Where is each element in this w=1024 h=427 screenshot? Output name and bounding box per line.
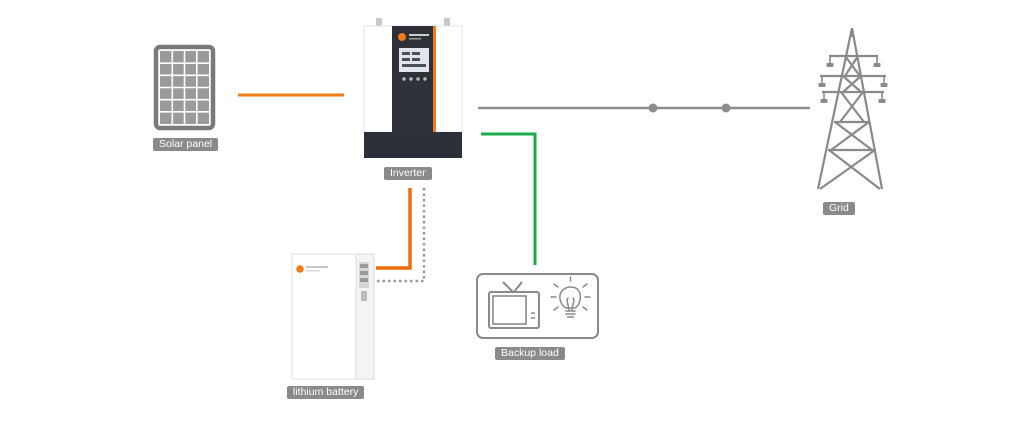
inverter-label: Inverter xyxy=(384,167,432,180)
grid-line-node xyxy=(721,103,731,113)
solar-panel-icon xyxy=(153,44,216,131)
battery-icon xyxy=(291,253,375,380)
grid-label: Grid xyxy=(823,202,855,215)
inverter-icon xyxy=(363,18,463,158)
backup-load-label: Backup load xyxy=(495,347,565,360)
solar-panel-label: Solar panel xyxy=(153,138,219,151)
inverter-to-backup-load-line xyxy=(481,132,537,265)
light-bulb-icon xyxy=(550,276,591,318)
grid-line-node xyxy=(648,103,658,113)
tv-icon xyxy=(488,281,540,329)
lithium-battery-label: lithium battery xyxy=(287,386,365,399)
backup-load-box xyxy=(476,273,599,339)
inverter-to-grid-line xyxy=(478,103,810,113)
transmission-tower-icon xyxy=(816,27,888,190)
inverter-to-battery-power-line xyxy=(376,188,412,270)
